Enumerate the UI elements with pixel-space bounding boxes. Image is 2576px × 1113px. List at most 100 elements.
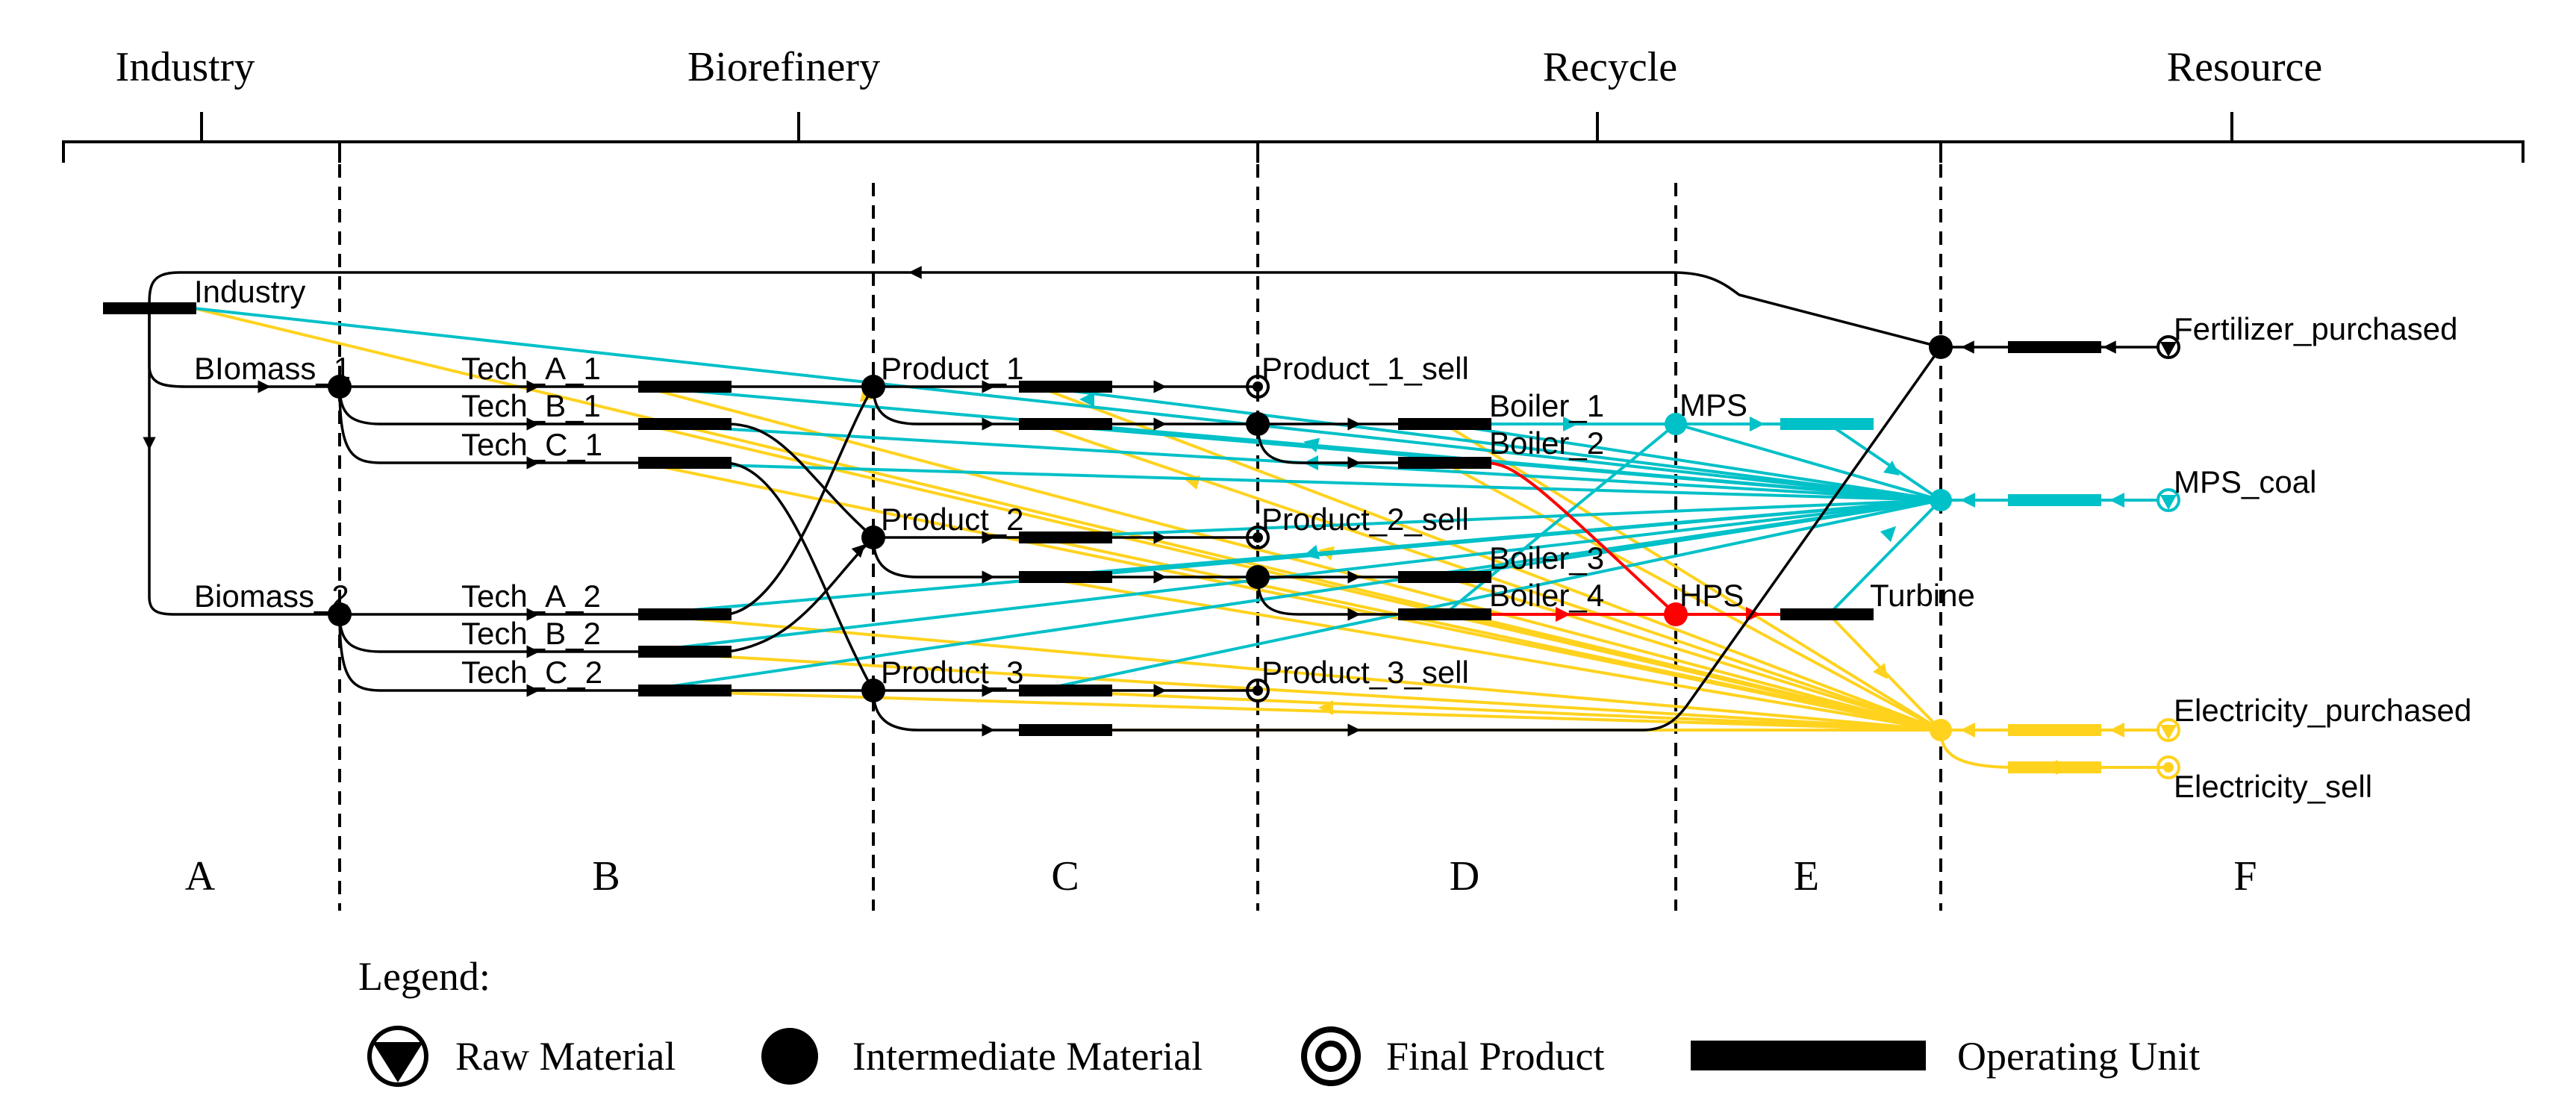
legend-raw-material-icon	[367, 1026, 428, 1087]
unit-turbine	[1780, 608, 1874, 620]
legend-final-product-label: Final Product	[1386, 1034, 1605, 1079]
brace-industry	[62, 112, 341, 163]
zone-label-e: E	[1794, 853, 1819, 900]
label-boiler-2: Boiler_2	[1489, 425, 1604, 461]
intermediate-nodes	[328, 335, 1953, 702]
unit-product-2-sell	[1019, 531, 1112, 543]
unit-electricity-sell	[2008, 761, 2101, 773]
label-turbine: Turbine	[1870, 578, 1975, 613]
unit-product-3-sell	[1019, 685, 1112, 696]
label-boiler-1: Boiler_1	[1489, 388, 1604, 423]
unit-product-2-boiler	[1019, 571, 1112, 583]
node-boiler-feed-2	[1246, 565, 1270, 589]
label-tech-c-2: Tech_C_2	[461, 655, 602, 690]
unit-product-1-boiler	[1019, 418, 1112, 430]
node-product-1-sell	[1246, 375, 1270, 399]
node-electricity-sell	[2156, 755, 2180, 779]
label-electricity-purchased: Electricity_purchased	[2174, 693, 2471, 728]
colored-operating-units	[1780, 418, 2101, 773]
legend-intermediate-material-icon	[761, 1028, 818, 1085]
final-product-nodes	[1246, 375, 1270, 702]
unit-tech-c-1	[638, 457, 732, 469]
label-industry: Industry	[194, 274, 305, 309]
unit-boiler-3	[1398, 571, 1491, 583]
unit-electricity-purchase	[2008, 724, 2101, 736]
label-product-3: Product_3	[881, 655, 1023, 690]
label-product-1-sell: Product_1_sell	[1262, 351, 1469, 386]
legend-operating-unit-icon	[1691, 1041, 1926, 1070]
label-product-3-sell: Product_3_sell	[1262, 655, 1469, 690]
label-tech-b-2: Tech_B_2	[461, 616, 601, 651]
zone-label-d: D	[1450, 853, 1479, 900]
zone-label-f: F	[2233, 853, 2257, 900]
label-fertilizer-purchased: Fertilizer_purchased	[2174, 311, 2458, 346]
label-hps: HPS	[1680, 578, 1744, 613]
unit-tech-b-2	[638, 646, 732, 658]
zone-label-a: A	[185, 853, 216, 900]
node-boiler-feed-1	[1246, 412, 1270, 436]
section-title-resource: Resource	[2167, 44, 2322, 90]
legend-intermediate-material-label: Intermediate Material	[852, 1034, 1203, 1079]
label-mps-coal: MPS_coal	[2174, 464, 2316, 499]
label-boiler-4: Boiler_4	[1489, 578, 1604, 613]
label-biomass-1: BIomass_1	[194, 351, 351, 386]
label-tech-b-1: Tech_B_1	[461, 388, 601, 423]
unit-product-1-sell	[1019, 381, 1112, 393]
label-boiler-3: Boiler_3	[1489, 540, 1604, 576]
label-tech-a-1: Tech_A_1	[461, 351, 601, 386]
section-title-industry: Industry	[116, 44, 255, 90]
node-product-2-sell	[1246, 526, 1270, 549]
node-electricity-purchased	[2156, 718, 2180, 742]
node-labels: Industry BIomass_1 Biomass_2 Tech_A_1 Te…	[194, 274, 2471, 804]
node-mps	[1665, 413, 1687, 435]
unit-mps-coal	[2008, 494, 2101, 506]
node-fertilizer	[1929, 335, 1953, 359]
legend: Legend: Raw Material Intermediate Materi…	[358, 954, 2200, 1087]
node-product-1	[861, 375, 885, 399]
node-electricity	[1930, 719, 1952, 741]
label-biomass-2: Biomass_2	[194, 579, 349, 614]
label-product-1: Product_1	[881, 351, 1023, 386]
brace-recycle	[1256, 112, 1942, 163]
unit-tech-c-2	[638, 685, 732, 696]
unit-fertilizer-purchase	[2008, 341, 2101, 353]
label-electricity-sell: Electricity_sell	[2174, 769, 2372, 804]
section-title-recycle: Recycle	[1543, 44, 1677, 90]
legend-final-product-icon	[1301, 1026, 1361, 1086]
label-tech-a-2: Tech_A_2	[461, 579, 601, 614]
node-mps-coal	[2156, 488, 2180, 512]
node-biomass-2	[328, 602, 352, 626]
node-hps	[1664, 602, 1688, 626]
node-product-3-sell	[1246, 679, 1270, 702]
brace-biorefinery	[338, 112, 1259, 163]
unit-mps-turbine	[1780, 418, 1874, 430]
unit-tech-a-2	[638, 608, 732, 620]
unit-industry	[103, 302, 196, 314]
unit-tech-a-1	[638, 381, 732, 393]
zone-dividers	[338, 142, 1942, 911]
zone-label-c: C	[1051, 853, 1079, 900]
label-tech-c-1: Tech_C_1	[461, 427, 602, 462]
label-mps: MPS	[1680, 387, 1747, 423]
unit-tech-b-1	[638, 418, 732, 430]
unit-product-3-fertilizer	[1019, 724, 1112, 736]
unit-boiler-1	[1398, 418, 1491, 430]
section-title-biorefinery: Biorefinery	[687, 44, 880, 90]
node-fertilizer-purchased	[2156, 335, 2180, 359]
legend-operating-unit-label: Operating Unit	[1957, 1034, 2200, 1079]
legend-title: Legend:	[358, 954, 490, 999]
unit-boiler-2	[1398, 457, 1491, 469]
mps-edges	[193, 307, 2168, 692]
label-product-2-sell: Product_2_sell	[1262, 502, 1469, 537]
legend-raw-material-label: Raw Material	[455, 1034, 676, 1079]
node-mps-pool	[1930, 489, 1952, 511]
section-headers	[62, 112, 2524, 163]
node-product-3	[861, 679, 885, 702]
brace-resource	[1939, 112, 2524, 163]
zone-label-b: B	[592, 853, 620, 900]
label-product-2: Product_2	[881, 502, 1023, 537]
node-biomass-1	[328, 375, 352, 399]
unit-boiler-4	[1398, 608, 1491, 620]
node-product-2	[861, 526, 885, 549]
